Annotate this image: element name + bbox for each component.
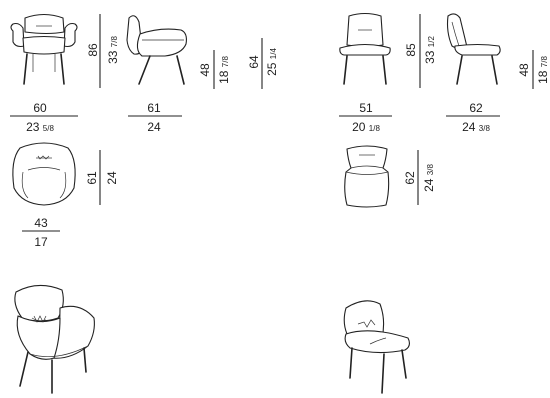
- armchair-top-view: [12, 142, 76, 206]
- chair-front-width-dim: 51 20 1/8: [339, 101, 392, 134]
- armchair-side-depth-dim: 61 24: [128, 101, 182, 134]
- armchair-width-cm: 60: [33, 101, 47, 115]
- armchair-top-depth-cm: 61: [85, 171, 99, 185]
- chair-side-seat-dim: 48 18 7/8: [517, 50, 550, 89]
- armchair-depth-in: 24: [147, 120, 161, 134]
- armchair-width-in: 23 5/8: [26, 120, 54, 134]
- chair-front-height-dim: 85 33 1/2: [404, 14, 437, 88]
- armchair-top-depth-dim: 61 24: [85, 150, 119, 205]
- armchair-front-width-dim: 60 23 5/8: [10, 101, 78, 134]
- armchair-top-depth-in: 24: [105, 171, 119, 185]
- armchair-perspective-view: [14, 284, 95, 394]
- armchair-top-width-in: 17: [34, 235, 48, 249]
- chair-front-view: [339, 12, 391, 85]
- chair-seat-in: 18 7/8: [536, 56, 550, 84]
- chair-seat-cm: 48: [517, 63, 531, 77]
- chair-top-view: [344, 145, 390, 208]
- armchair-side-arm-dim: 64 25 1/4: [247, 38, 279, 89]
- chair-side-view: [446, 13, 501, 85]
- chair-width-in: 20 1/8: [352, 120, 380, 134]
- chair-perspective-view: [343, 300, 411, 394]
- armchair-side-view: [126, 15, 187, 85]
- armchair-arm-cm: 64: [247, 55, 261, 69]
- armchair-arm-in: 25 1/4: [265, 48, 279, 76]
- armchair-seat-cm: 48: [198, 63, 212, 77]
- armchair-top-width-cm: 43: [34, 216, 48, 230]
- armchair-height-in: 33 7/8: [106, 36, 120, 64]
- armchair-depth-cm: 61: [147, 101, 161, 115]
- chair-height-cm: 85: [404, 43, 418, 57]
- armchair-height-cm: 86: [86, 43, 100, 57]
- chair-width-cm: 51: [359, 101, 373, 115]
- chair-depth-in: 24 3/8: [462, 120, 490, 134]
- armchair-front-height-dim: 86 33 7/8: [86, 14, 120, 88]
- armchair-front-view: [10, 13, 78, 85]
- chair-top-depth-cm: 62: [403, 171, 417, 185]
- chair-height-in: 33 1/2: [423, 36, 437, 64]
- chair-top-depth-in: 24 3/8: [422, 164, 436, 192]
- chair-depth-cm: 62: [469, 101, 483, 115]
- armchair-seat-in: 18 7/8: [217, 56, 231, 84]
- chair-top-depth-dim: 62 24 3/8: [403, 150, 436, 205]
- armchair-top-width-dim: 43 17: [22, 216, 60, 249]
- chair-side-depth-dim: 62 24 3/8: [446, 101, 500, 134]
- armchair-side-seat-dim: 48 18 7/8: [198, 50, 231, 89]
